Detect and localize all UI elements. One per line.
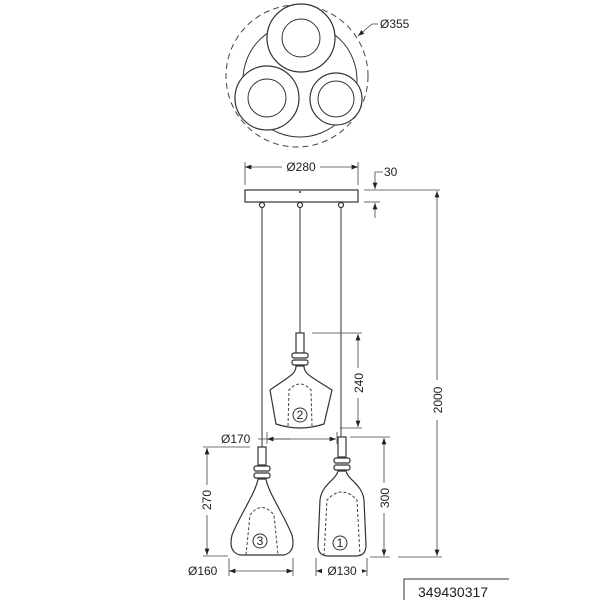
part-number-box: 349430317 [403, 578, 509, 600]
total-height-label: 2000 [431, 386, 445, 413]
pendant-2-diameter-label: Ø170 [221, 432, 251, 446]
pendant-1-number: 1 [337, 536, 344, 550]
canopy-height-label: 30 [384, 165, 398, 179]
pendant-1: 1 300 Ø130 [315, 436, 392, 578]
top-ring-3 [234, 65, 300, 131]
canopy: Ø280 30 2000 [244, 160, 445, 558]
top-ring-2 [266, 3, 336, 73]
top-view: Ø355 [225, 3, 410, 148]
pendant-3-height-label: 270 [200, 490, 214, 510]
total-diameter-label: Ø355 [380, 17, 410, 31]
canopy-diameter-label: Ø280 [286, 160, 316, 174]
part-number: 349430317 [418, 584, 488, 600]
pendant-3-diameter-label: Ø160 [188, 564, 218, 578]
pendant-2: 2 240 Ø170 [218, 332, 366, 446]
pendant-3-number: 3 [257, 534, 264, 548]
pendant-3: 3 270 Ø160 [188, 446, 294, 578]
pendant-2-height-label: 240 [352, 373, 366, 393]
pendant-2-number: 2 [297, 408, 304, 422]
pendant-1-height-label: 300 [378, 488, 392, 508]
pendant-1-diameter-label: Ø130 [327, 564, 357, 578]
cables [258, 201, 345, 447]
